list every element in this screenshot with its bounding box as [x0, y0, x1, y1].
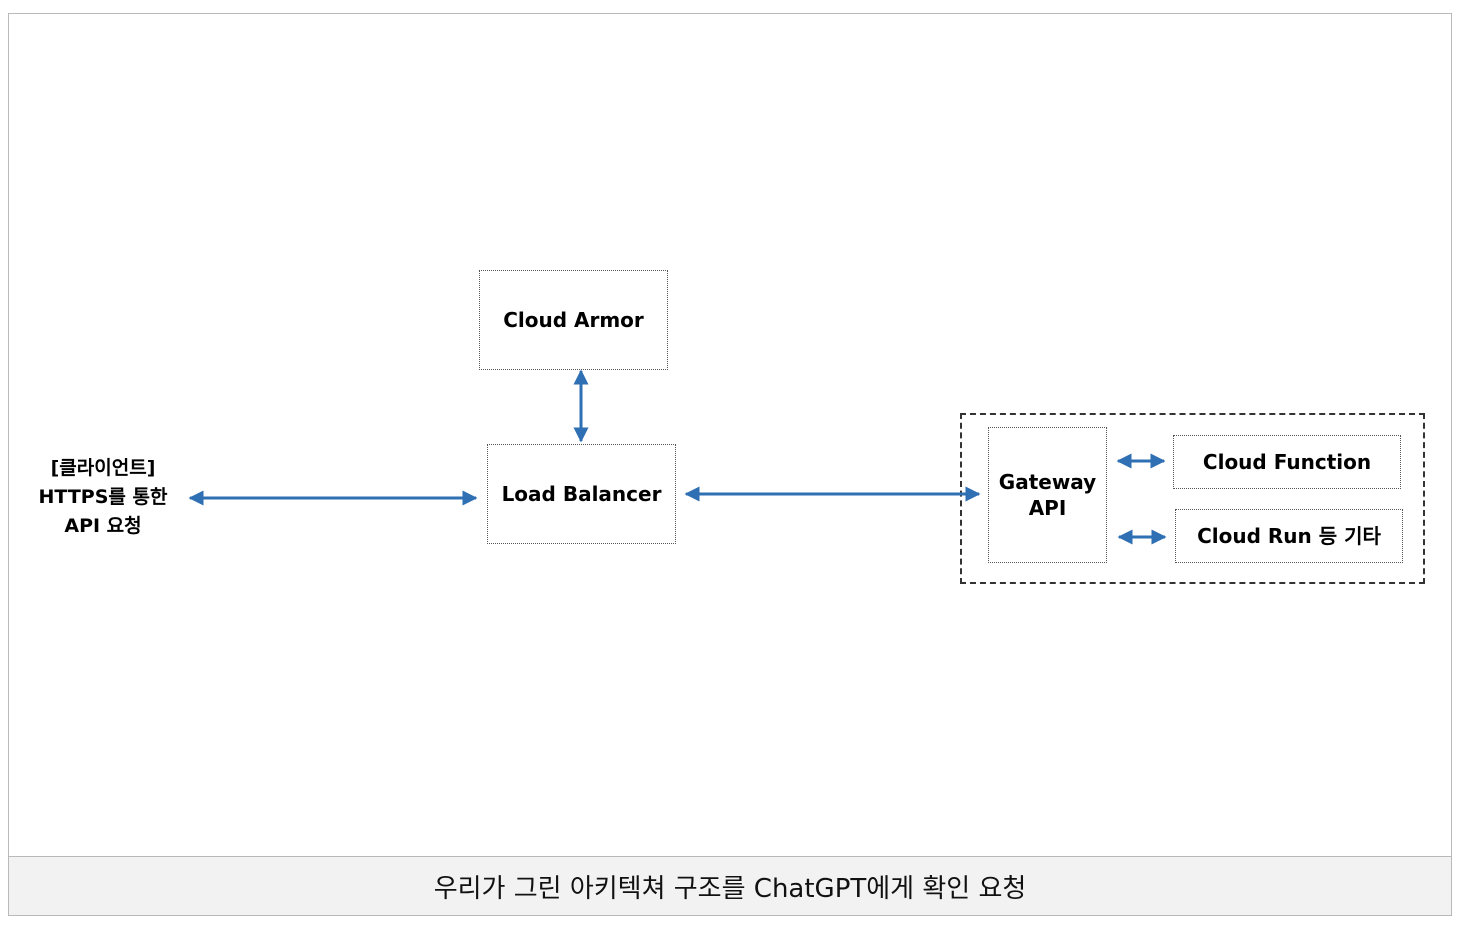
cloud-function-label: Cloud Function: [1202, 450, 1372, 474]
cloud-function-node: Cloud Function: [1173, 435, 1401, 489]
client-label-line-3: API 요청: [64, 515, 142, 537]
cloud-run-node: Cloud Run 등 기타: [1175, 509, 1403, 563]
caption-bar: 우리가 그린 아키텍쳐 구조를 ChatGPT에게 확인 요청: [8, 856, 1452, 916]
client-label: [클라이언트] HTTPS를 통한 API 요청: [18, 454, 188, 541]
cloud-run-label: Cloud Run 등 기타: [1197, 524, 1381, 548]
cloud-armor-label: Cloud Armor: [503, 308, 644, 332]
gateway-api-node: Gateway API: [988, 427, 1107, 563]
load-balancer-node: Load Balancer: [487, 444, 676, 544]
client-label-line-2: HTTPS를 통한: [38, 486, 168, 508]
client-label-line-1: [클라이언트]: [50, 457, 156, 479]
cloud-armor-node: Cloud Armor: [479, 270, 668, 370]
gateway-api-label-line-2: API: [1028, 496, 1067, 520]
caption-text: 우리가 그린 아키텍쳐 구조를 ChatGPT에게 확인 요청: [433, 873, 1027, 904]
load-balancer-label: Load Balancer: [501, 482, 662, 506]
gateway-api-label-line-1: Gateway: [998, 470, 1097, 494]
